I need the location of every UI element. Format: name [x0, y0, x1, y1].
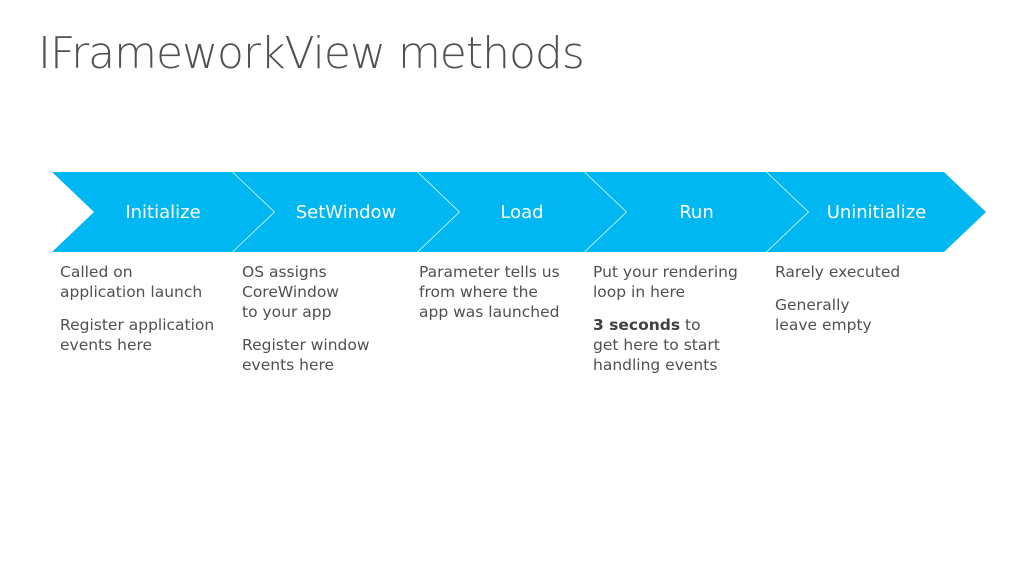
step-label-load: Load: [500, 201, 544, 223]
description-line: events here: [60, 336, 153, 354]
description-line: Called on: [60, 263, 133, 281]
description-line: application launch: [60, 283, 203, 301]
description-uninitialize: Rarely executed Generally leave empty: [775, 262, 900, 348]
chevron-initialize: Initialize: [52, 172, 274, 252]
chevron-setwindow: SetWindow: [233, 172, 459, 252]
chevron-shape: [233, 172, 459, 252]
chevron-shape: [52, 172, 274, 252]
description-paragraph: Parameter tells us from where the app wa…: [419, 262, 560, 322]
description-line: from where the: [419, 283, 538, 301]
description-line: loop in here: [593, 283, 686, 301]
description-line: Rarely executed: [775, 263, 901, 281]
slide-title: IFrameworkView methods: [38, 28, 585, 79]
description-line: handling events: [593, 356, 718, 374]
emphasis-bold: 3 seconds: [593, 316, 681, 334]
description-line: app was launched: [419, 303, 560, 321]
description-paragraph: Put your rendering loop in here: [593, 262, 738, 302]
description-line: events here: [242, 356, 335, 374]
description-line: Register application: [60, 316, 215, 334]
description-paragraph: OS assigns CoreWindow to your app: [242, 262, 370, 322]
description-load: Parameter tells us from where the app wa…: [419, 262, 560, 335]
description-line: Parameter tells us: [419, 263, 560, 281]
chevron-shape: [418, 172, 626, 252]
description-initialize: Called on application launch Register ap…: [60, 262, 214, 368]
description-paragraph: Rarely executed: [775, 262, 900, 282]
description-paragraph: Generally leave empty: [775, 295, 900, 335]
description-line: Put your rendering: [593, 263, 738, 281]
description-line: OS assigns: [242, 263, 327, 281]
description-line: Register window: [242, 336, 370, 354]
description-paragraph: Register window events here: [242, 335, 370, 375]
description-paragraph: Register application events here: [60, 315, 214, 355]
description-line: CoreWindow: [242, 283, 339, 301]
step-label-initialize: Initialize: [125, 201, 201, 223]
chevron-load: Load: [418, 172, 626, 252]
chevron-uninitialize: Uninitialize: [767, 172, 986, 252]
step-label-setwindow: SetWindow: [295, 201, 397, 223]
chevron-shape: [767, 172, 986, 252]
description-run: Put your rendering loop in here 3 second…: [593, 262, 738, 388]
emphasis-rest: to: [680, 316, 701, 334]
step-label-uninitialize: Uninitialize: [826, 201, 927, 223]
description-paragraph: Called on application launch: [60, 262, 214, 302]
step-label-run: Run: [679, 201, 714, 223]
description-line: get here to start: [593, 336, 720, 354]
description-paragraph: 3 seconds to get here to start handling …: [593, 315, 738, 375]
chevron-shape: [585, 172, 808, 252]
chevron-run: Run: [585, 172, 808, 252]
description-line: leave empty: [775, 316, 872, 334]
description-line: to your app: [242, 303, 332, 321]
description-line: Generally: [775, 296, 850, 314]
description-setwindow: OS assigns CoreWindow to your app Regist…: [242, 262, 370, 388]
description-line: 3 seconds to: [593, 315, 738, 335]
